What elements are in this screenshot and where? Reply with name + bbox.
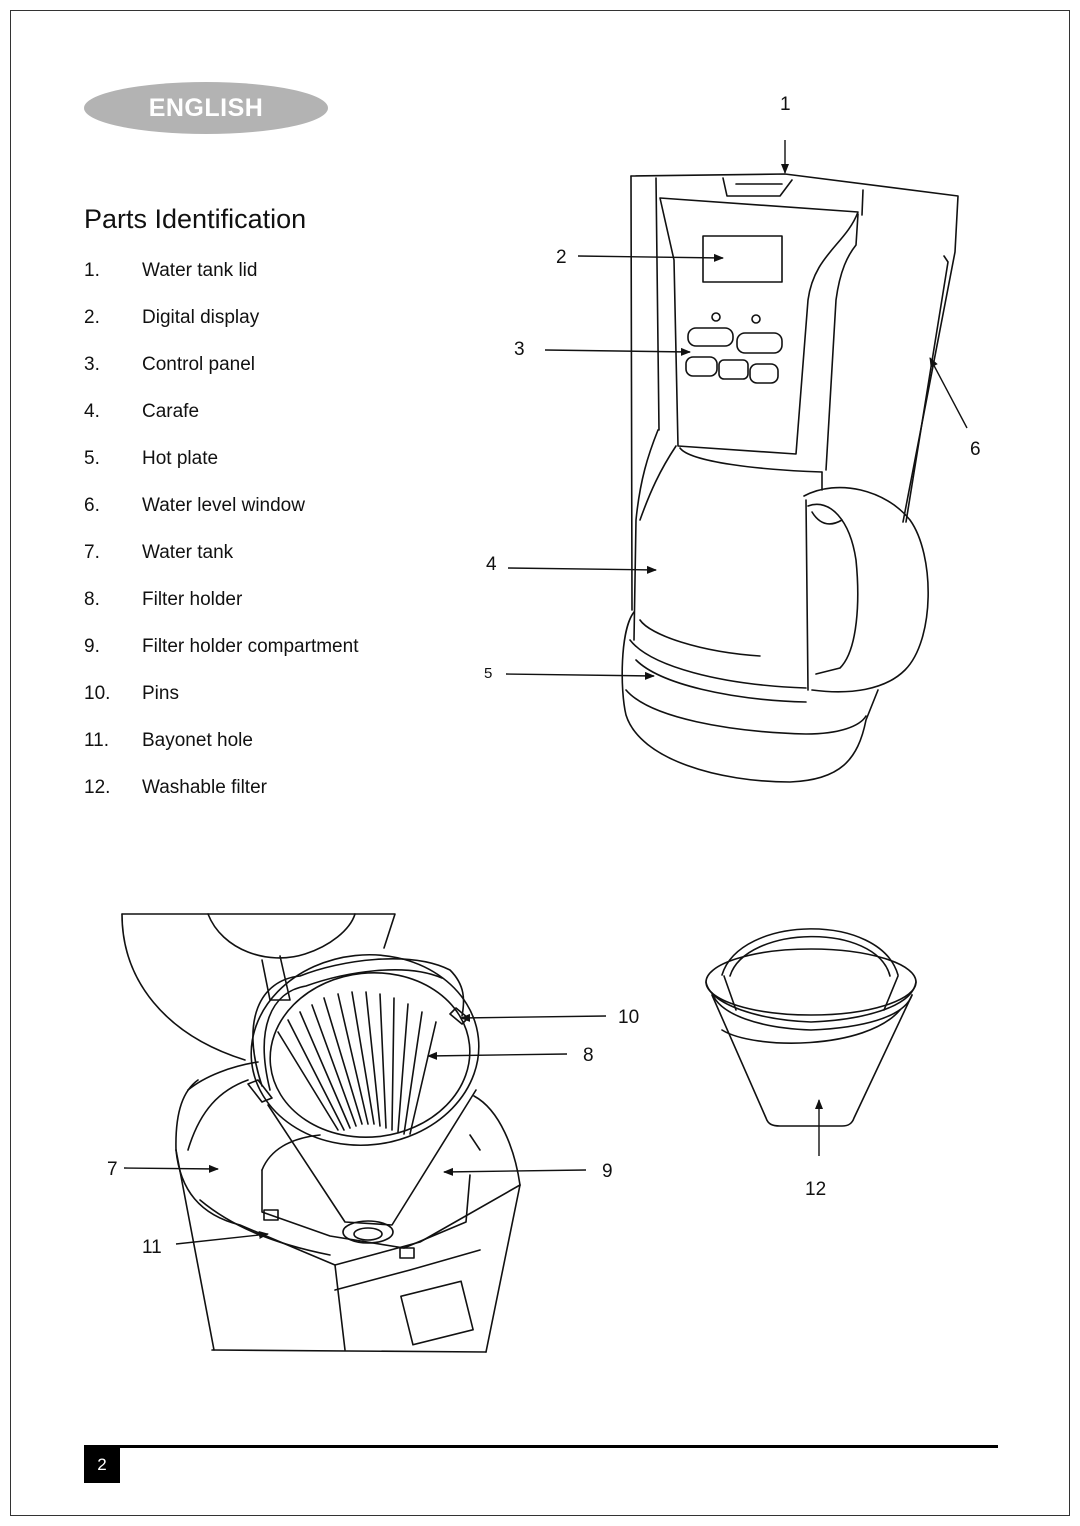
filter-assembly-drawing <box>121 913 521 1353</box>
item-label: Control panel <box>142 354 256 375</box>
item-number: 5. <box>84 448 100 469</box>
item-label: Water tank lid <box>142 260 258 281</box>
item-number: 8. <box>84 589 100 610</box>
language-label: ENGLISH <box>148 93 264 122</box>
item-label: Hot plate <box>142 448 219 469</box>
item-number: 1. <box>84 260 100 281</box>
section-title: Parts Identification <box>84 204 307 234</box>
callout-10: 10 <box>618 1007 640 1028</box>
callout-6: 6 <box>970 439 981 460</box>
page-number: 2 <box>84 1447 120 1483</box>
item-number: 7. <box>84 542 100 563</box>
item-number: 4. <box>84 401 100 422</box>
item-label: Carafe <box>142 401 200 422</box>
callout-2: 2 <box>556 247 567 268</box>
callout-11: 11 <box>142 1237 162 1258</box>
footer-rule <box>84 1445 998 1448</box>
callout-4: 4 <box>486 554 497 575</box>
item-number: 10. <box>84 683 111 704</box>
callout-1: 1 <box>780 94 791 115</box>
item-label: Washable filter <box>142 777 267 798</box>
item-label: Filter holder <box>142 589 243 610</box>
item-label: Water level window <box>142 495 305 516</box>
callout-9: 9 <box>602 1161 613 1182</box>
item-number: 11. <box>84 730 110 751</box>
item-number: 9. <box>84 636 100 657</box>
item-label: Pins <box>142 683 179 704</box>
item-label: Water tank <box>142 542 234 563</box>
callout-5: 5 <box>484 665 493 682</box>
item-label: Filter holder compartment <box>142 636 359 657</box>
item-label: Bayonet hole <box>142 730 253 751</box>
item-number: 6. <box>84 495 100 516</box>
item-number: 3. <box>84 354 100 375</box>
item-number: 12. <box>84 777 111 798</box>
item-number: 2. <box>84 307 100 328</box>
language-badge: ENGLISH <box>84 82 328 134</box>
item-label: Digital display <box>142 307 260 328</box>
washable-filter-drawing <box>705 928 917 1127</box>
coffee-maker-drawing <box>621 173 959 783</box>
page-frame <box>10 10 1070 1516</box>
callout-12: 12 <box>805 1179 827 1200</box>
callout-8: 8 <box>583 1045 594 1066</box>
callout-3: 3 <box>514 339 525 360</box>
callout-7: 7 <box>107 1159 118 1180</box>
